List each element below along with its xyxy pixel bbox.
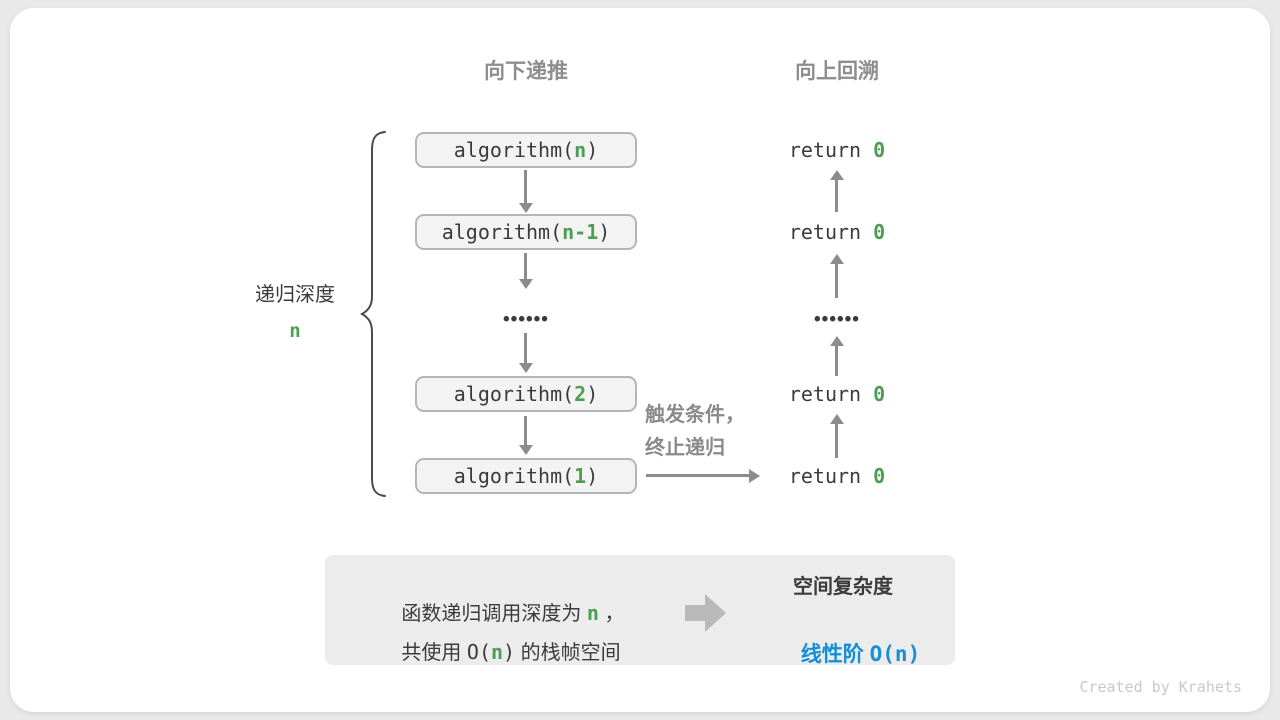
return-statement: return 0: [757, 220, 917, 245]
return-text: return: [788, 220, 874, 244]
summary-var: n: [586, 601, 599, 625]
call-text: algorithm(: [441, 220, 563, 244]
complexity-label: 线性阶: [800, 643, 870, 666]
down-arrow: [524, 333, 527, 363]
base-case-arrow: [646, 474, 749, 477]
summary-code: ): [503, 640, 516, 664]
call-arg: n: [574, 138, 587, 162]
up-arrow: [835, 346, 838, 376]
call-box-n: algorithm(n): [415, 132, 637, 168]
call-text: algorithm(: [453, 138, 575, 162]
depth-label: 递归深度: [255, 284, 335, 306]
call-arg: 1: [574, 464, 587, 488]
depth-brace: [359, 131, 386, 497]
call-text: ): [586, 138, 599, 162]
recursion-ellipsis: ••••••: [503, 309, 549, 330]
complexity-value: 线性阶 O(n): [743, 612, 943, 697]
up-arrow: [835, 424, 838, 458]
summary-text: ，: [598, 603, 625, 625]
trigger-note-line2: 终止递归: [645, 437, 725, 459]
return-value: 0: [873, 464, 886, 488]
summary-line2: 共使用 O(n) 的栈帧空间: [368, 616, 621, 689]
down-arrow: [524, 170, 527, 203]
watermark: Created by Krahets: [1079, 678, 1242, 696]
call-text: ): [586, 382, 599, 406]
summary-line1: 函数递归调用深度为 n ，: [368, 577, 625, 650]
summary-var: n: [491, 640, 504, 664]
down-arrow: [524, 416, 527, 445]
summary-code: O(: [466, 640, 491, 664]
summary-text: 的栈帧空间: [515, 642, 621, 664]
complexity-code: O(n): [869, 642, 921, 666]
call-arg: 2: [574, 382, 587, 406]
summary-text: 共使用: [401, 642, 467, 664]
trigger-note-line1: 触发条件，: [645, 404, 745, 426]
return-value: 0: [873, 220, 886, 244]
backtrack-ellipsis: ••••••: [814, 309, 860, 330]
call-text: ): [586, 464, 599, 488]
call-box-1: algorithm(1): [415, 458, 637, 494]
return-statement: return 0: [757, 464, 917, 489]
return-statement: return 0: [757, 138, 917, 163]
call-text: algorithm(: [453, 464, 575, 488]
summary-panel: 函数递归调用深度为 n ， 共使用 O(n) 的栈帧空间 空间复杂度 线性阶 O…: [325, 555, 955, 666]
call-text: algorithm(: [453, 382, 575, 406]
call-box-2: algorithm(2): [415, 376, 637, 412]
return-value: 0: [873, 138, 886, 162]
header-upward-backtrack: 向上回溯: [795, 60, 879, 83]
down-arrow: [524, 253, 527, 279]
return-text: return: [788, 382, 874, 406]
return-text: return: [788, 138, 874, 162]
summary-text: 函数递归调用深度为: [401, 603, 587, 625]
return-text: return: [788, 464, 874, 488]
header-downward-recursion: 向下递推: [484, 60, 568, 83]
call-arg: n-1: [562, 220, 599, 244]
call-box-n-1: algorithm(n-1): [415, 214, 637, 250]
return-value: 0: [873, 382, 886, 406]
call-text: ): [598, 220, 611, 244]
up-arrow: [835, 180, 838, 212]
depth-value: n: [289, 320, 301, 342]
implies-arrow-icon: [685, 594, 726, 632]
up-arrow: [835, 264, 838, 298]
complexity-title: 空间复杂度: [793, 576, 893, 598]
return-statement: return 0: [757, 382, 917, 407]
